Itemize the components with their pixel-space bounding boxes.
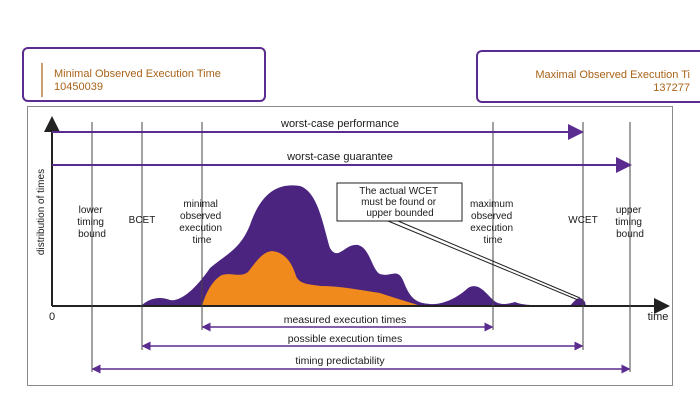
max-observed-box: Maximal Observed Execution Ti 137277 (476, 50, 700, 103)
max-observed-value: 137277 (653, 82, 690, 94)
wcet-label: WCET (568, 215, 597, 226)
min-observed-value: 10450039 (54, 81, 103, 93)
diagram-frame (27, 106, 673, 386)
callout-box (336, 182, 463, 222)
origin-label: 0 (49, 311, 55, 323)
min-observed-box: Minimal Observed Execution Time 10450039 (22, 47, 266, 102)
measured-times-distribution (202, 251, 420, 306)
min-observed-marker-label: minimal observed execution time (179, 199, 225, 246)
marker-lines (91, 122, 631, 372)
worst-case-performance-label: worst-case performance (280, 118, 399, 130)
upper-timing-bound-label: upper timing bound (615, 205, 644, 240)
min-observed-label: Minimal Observed Execution Time (54, 68, 221, 80)
lower-timing-bound-label: lower timing bound (77, 205, 106, 240)
x-axis-label: time (648, 311, 669, 323)
bcet-label: BCET (129, 215, 156, 226)
callout-pointer (387, 220, 581, 301)
callout-text: The actual WCET must be found or upper b… (359, 186, 441, 219)
predictability-label: timing predictability (295, 355, 385, 367)
measured-times-label: measured execution times (284, 314, 407, 326)
max-observed-label: Maximal Observed Execution Ti (535, 69, 690, 81)
box-marker (41, 63, 43, 97)
y-axis-label: distribution of times (36, 169, 47, 255)
possible-times-label: possible execution times (288, 333, 402, 345)
worst-case-guarantee-label: worst-case guarantee (286, 151, 393, 163)
max-observed-marker-label: maximum observed execution time (470, 199, 516, 246)
